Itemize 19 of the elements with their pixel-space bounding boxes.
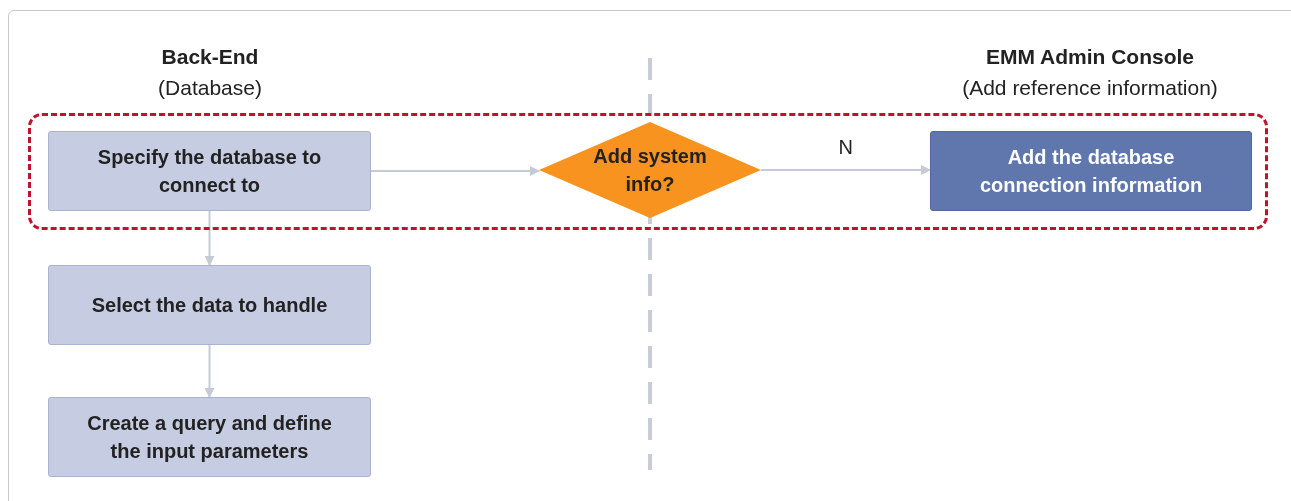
process-box — [48, 265, 371, 345]
decision-diamond — [539, 122, 761, 218]
node-text: Add system info? — [592, 144, 708, 197]
node-text: Specify the database to connect to — [96, 145, 323, 198]
node-text: Add the database connection information — [978, 145, 1204, 198]
column-heading: (Database) — [157, 76, 263, 100]
dashed-group-box — [28, 113, 1268, 230]
node-text: Select the data to handle — [91, 293, 328, 318]
column-heading: Back-End — [160, 45, 260, 69]
process-box — [930, 131, 1252, 211]
arrow — [760, 165, 931, 175]
arrow — [204, 344, 215, 398]
arrow — [204, 210, 215, 266]
column-heading: (Add reference information) — [961, 76, 1219, 100]
column-heading: EMM Admin Console — [984, 45, 1196, 69]
node-text: Create a query and define the input parameters — [86, 411, 333, 464]
arrow — [370, 166, 540, 176]
process-box — [48, 397, 371, 477]
process-box — [48, 131, 371, 211]
